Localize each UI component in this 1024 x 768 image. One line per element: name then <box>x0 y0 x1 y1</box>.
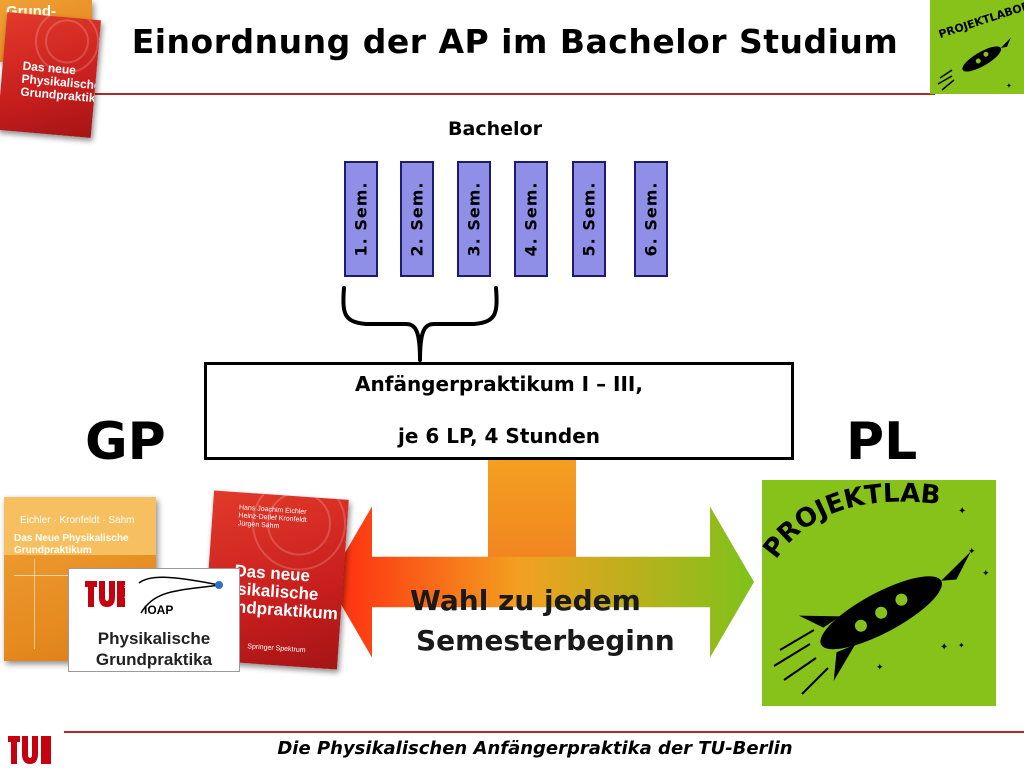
semester-label: 4. Sem. <box>521 181 541 257</box>
tu-berlin-text: berlin <box>124 581 131 598</box>
footer-tu-logo: berlin <box>8 736 56 764</box>
footer-tu-logo-text: berlin <box>51 739 56 756</box>
pl-label: PL <box>846 412 918 472</box>
semester-block-3: 3. Sem. <box>457 161 491 277</box>
curly-brace <box>341 286 499 362</box>
svg-text:✦: ✦ <box>982 569 990 579</box>
arrow-text-line1: Wahl zu jedem <box>410 584 641 617</box>
ioap-logo-box: berlin <box>68 568 240 672</box>
semester-label: 1. Sem. <box>351 181 371 257</box>
svg-text:✦: ✦ <box>958 641 965 650</box>
anfaengerpraktikum-box <box>204 362 794 460</box>
svg-text:✦: ✦ <box>1006 82 1012 90</box>
book-publisher: Springer Spektrum <box>247 643 306 655</box>
semester-label: 2. Sem. <box>407 181 427 257</box>
book-author-line: Jürgen Sahm <box>237 520 280 531</box>
semester-block-5: 5. Sem. <box>572 161 606 277</box>
arrow-text-line2: Semesterbeginn <box>416 624 675 657</box>
book-title-line: Das Neue Physikalische <box>14 533 129 544</box>
bachelor-label: Bachelor <box>448 118 542 140</box>
svg-text:✦: ✦ <box>968 547 976 557</box>
ioap-text: IOAP <box>144 603 174 617</box>
book-authors: Eichler · Kronfeldt · Sahm <box>20 515 135 526</box>
semester-label: 6. Sem. <box>641 181 661 257</box>
svg-text:✦: ✦ <box>958 506 966 517</box>
projektlabor-panel: PROJEKTLABOR ✦ ✦ ✦ ✦ ✦ ✦ <box>751 457 996 706</box>
semester-label: 3. Sem. <box>464 181 484 257</box>
choice-double-arrow <box>328 458 754 658</box>
svg-text:✦: ✦ <box>876 663 884 673</box>
semester-block-1: 1. Sem. <box>344 161 378 277</box>
tu-berlin-logo: berlin <box>85 581 131 607</box>
ioap-line1: Physikalische <box>97 629 211 648</box>
book-title-line: ndpraktikum <box>235 597 339 624</box>
rocket-icon <box>798 551 971 681</box>
svg-text:✦: ✦ <box>940 642 948 653</box>
projektlabor-logo-small: PROJEKTLABOR ✦ <box>930 0 1024 94</box>
book-title-line: Grundpraktikum <box>14 545 92 556</box>
semester-block-4: 4. Sem. <box>514 161 548 277</box>
footer-text: Die Physikalischen Anfängerpraktika der … <box>277 738 793 759</box>
projektlabor-small-text: PROJEKTLABOR <box>937 0 1024 41</box>
ap-box-line1: Anfängerpraktikum I – III, <box>355 372 643 396</box>
semester-label: 5. Sem. <box>579 181 599 257</box>
semester-block-2: 2. Sem. <box>400 161 434 277</box>
semester-block-6: 6. Sem. <box>634 161 668 277</box>
book-cover-das-neue-top: Das neue Physikalische Grundpraktikum <box>0 12 101 138</box>
gp-label: GP <box>85 412 166 472</box>
footer-divider <box>64 731 1024 733</box>
title-divider <box>95 93 935 95</box>
ioap-line2: Grundpraktika <box>95 650 213 669</box>
projektlabor-text: PROJEKTLABOR <box>762 480 942 564</box>
projektlabor-textpath: PROJEKTLABOR <box>751 457 942 564</box>
ap-box-line2: je 6 LP, 4 Stunden <box>398 424 600 448</box>
page-title: Einordnung der AP im Bachelor Studium <box>131 22 899 61</box>
